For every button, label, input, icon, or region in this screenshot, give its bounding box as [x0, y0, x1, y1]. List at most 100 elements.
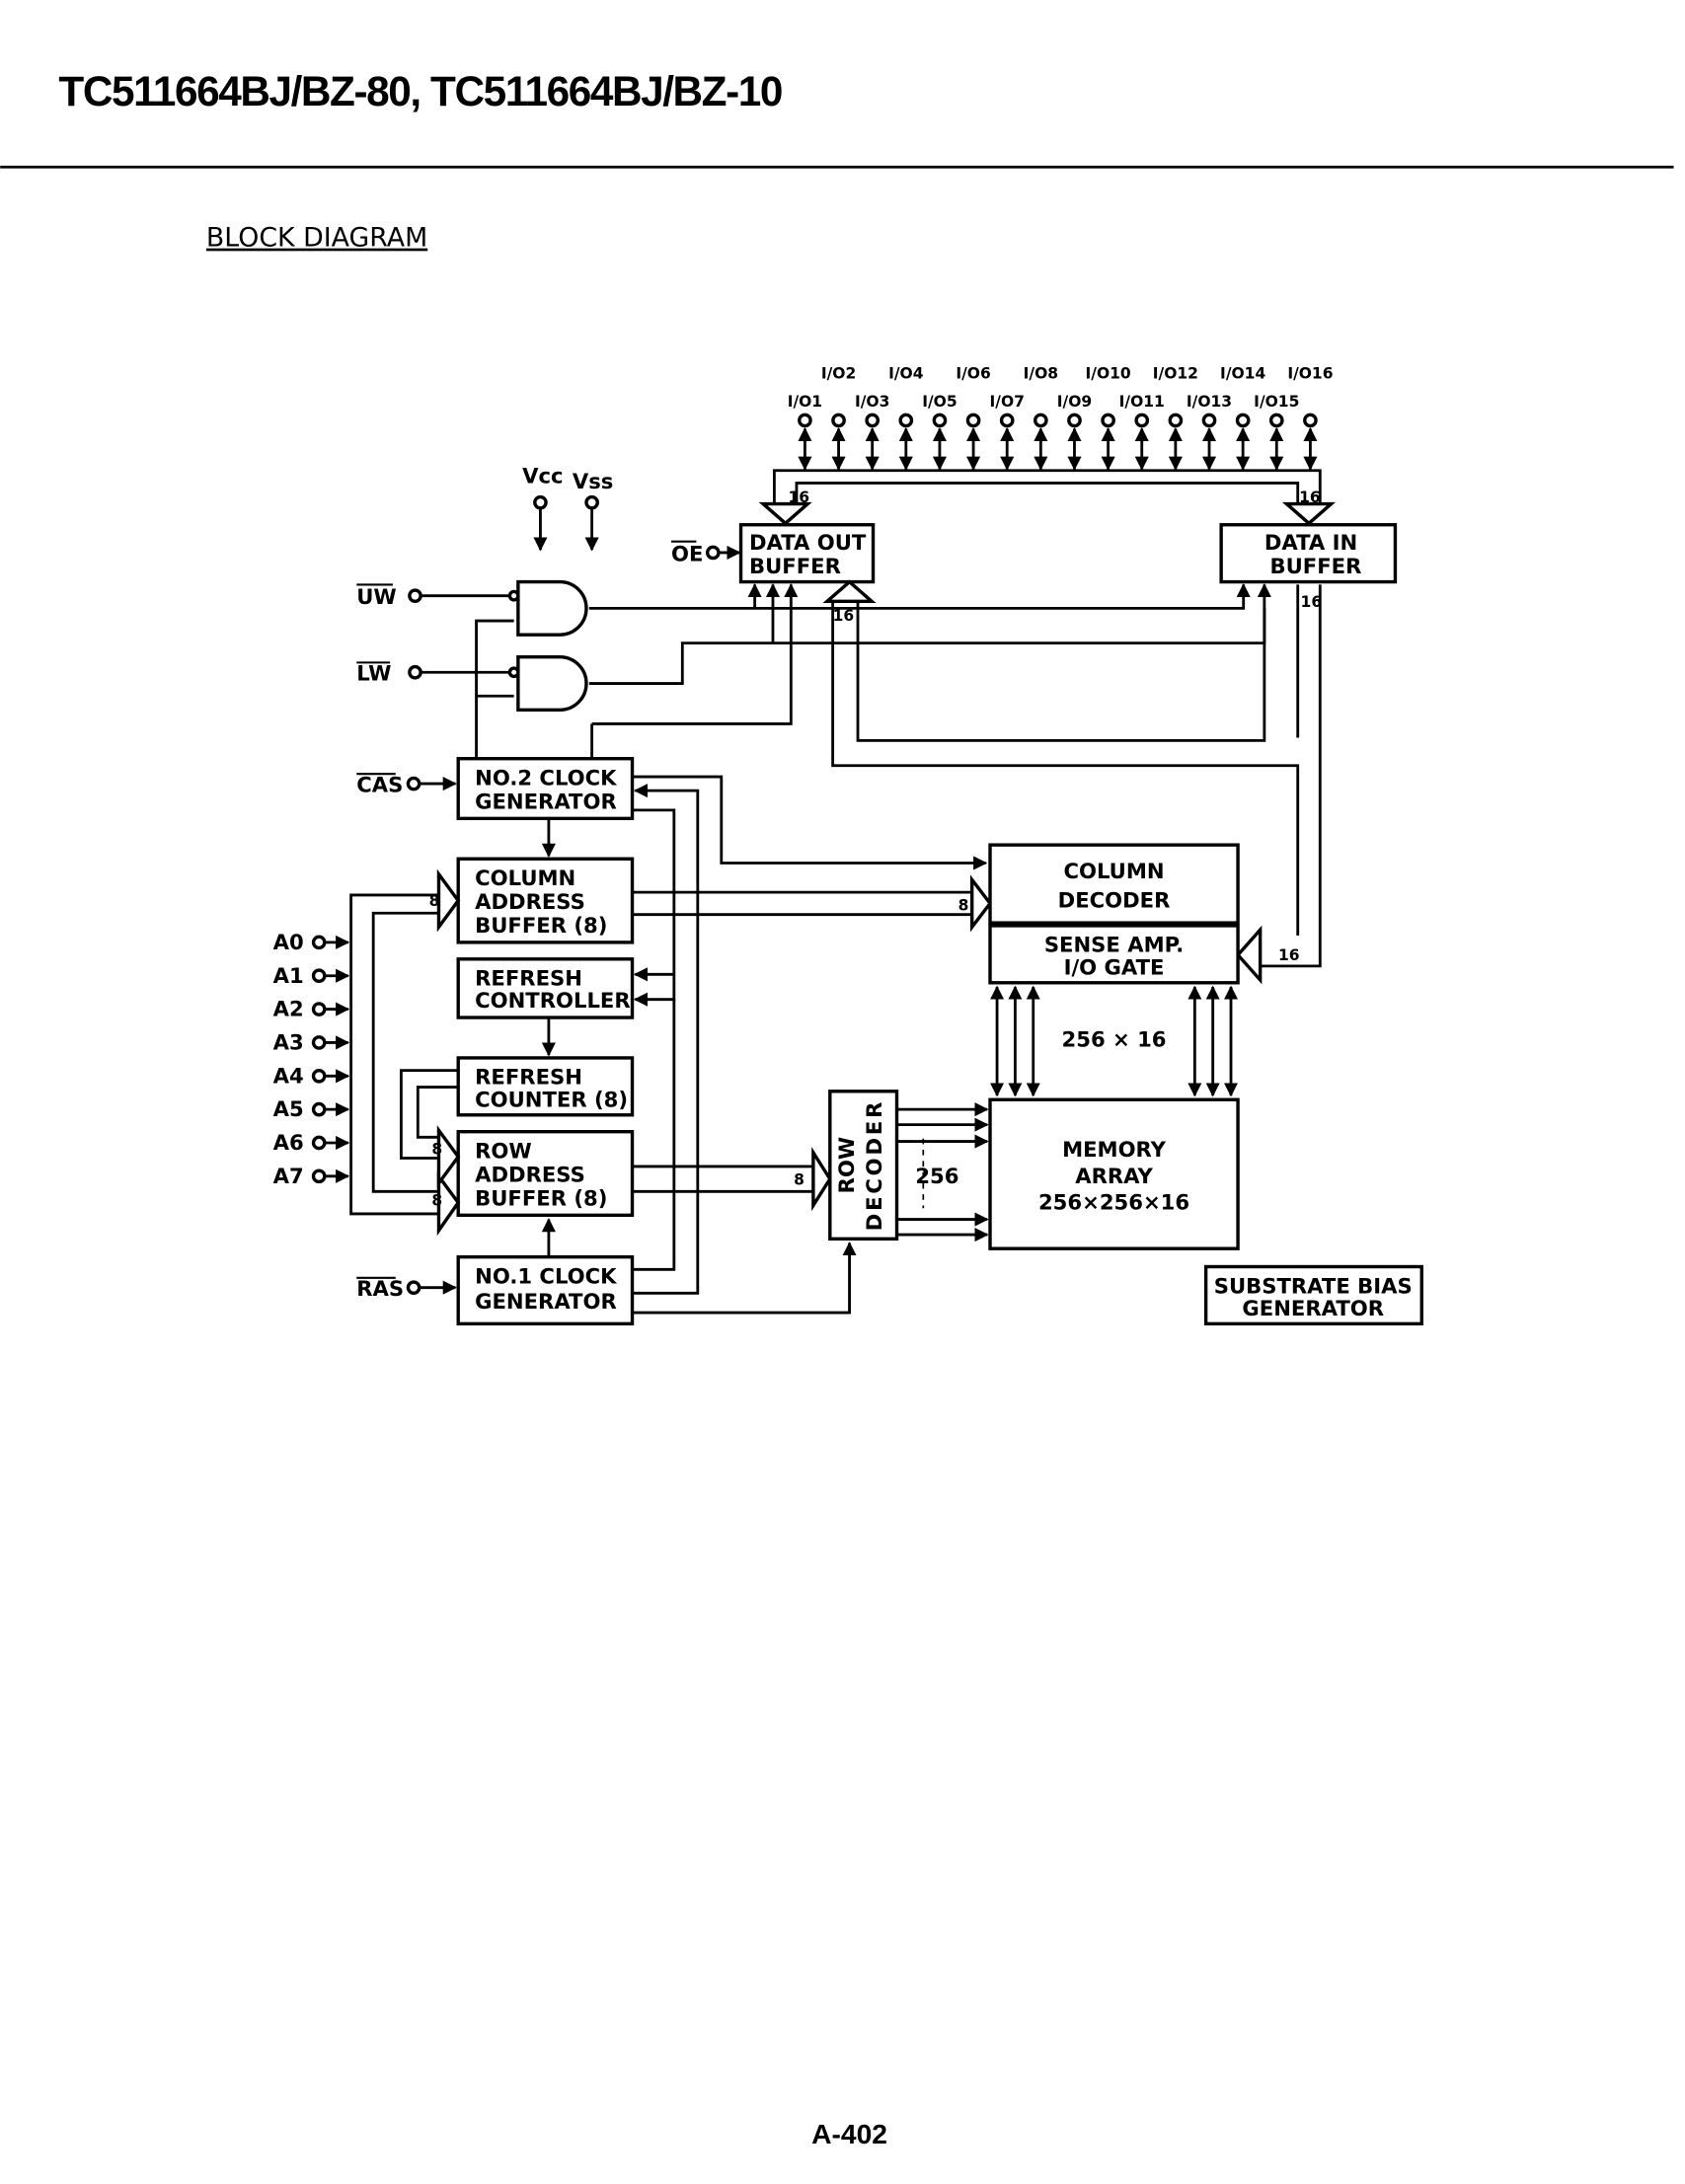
io-pin: I/O3	[855, 393, 889, 471]
data-in-buffer	[1219, 523, 1398, 584]
svg-text:REFRESH: REFRESH	[475, 966, 582, 991]
svg-text:ROW: ROW	[834, 1137, 859, 1194]
row-decoder	[828, 1090, 899, 1241]
bus-width-label: 16	[788, 489, 809, 506]
and-gate-lw	[516, 655, 588, 713]
io-pin-label: I/O1	[788, 393, 822, 411]
address-pin: A5	[273, 1096, 350, 1121]
io-pin: I/O8	[1024, 365, 1058, 471]
svg-text:SENSE AMP.: SENSE AMP.	[1044, 933, 1184, 957]
io-pin-label: I/O16	[1287, 365, 1333, 383]
io-pin-label: I/O12	[1153, 365, 1198, 383]
io-pins: I/O1 I/O2I/O3 I/O4I/O5 I/O6I/O7 I/O8I/O9 I/O1…	[788, 365, 1334, 471]
svg-text:8: 8	[429, 892, 440, 910]
io-pin: I/O15	[1254, 393, 1299, 471]
svg-text:COLUMN: COLUMN	[1063, 859, 1164, 883]
io-pin-label: I/O2	[821, 365, 856, 383]
io-pin: I/O1	[788, 393, 822, 471]
svg-text:BUFFER: BUFFER	[749, 554, 841, 578]
no1-clock-generator	[456, 1254, 635, 1326]
io-pin: I/O6	[956, 365, 991, 471]
vcc-label: Vcc	[522, 463, 563, 488]
lw-label: LW	[356, 661, 391, 686]
address-pin: A3	[273, 1029, 350, 1054]
svg-text:SUBSTRATE BIAS: SUBSTRATE BIAS	[1214, 1273, 1413, 1298]
svg-text:GENERATOR: GENERATOR	[475, 789, 617, 813]
svg-text:ROW: ROW	[475, 1138, 532, 1163]
ras-label: RAS	[356, 1276, 404, 1301]
address-pin-label: A4	[273, 1063, 304, 1088]
io-pin-label: I/O11	[1119, 393, 1165, 411]
bus-width-label: 16	[1299, 489, 1321, 506]
page-title: TC511664BJ/BZ-80, TC511664BJ/BZ-10	[58, 68, 782, 114]
svg-text:16: 16	[1301, 593, 1323, 611]
io-pin: I/O14	[1220, 365, 1265, 471]
io-pin-label: I/O15	[1254, 393, 1299, 411]
svg-text:COUNTER (8): COUNTER (8)	[475, 1087, 628, 1111]
sense-bus-label: 256 × 16	[1062, 1027, 1167, 1052]
io-pin-label: I/O13	[1187, 393, 1232, 411]
io-pin-label: I/O6	[956, 365, 990, 383]
column-address-buffer	[456, 857, 635, 944]
row-bus-label: 256	[915, 1164, 958, 1188]
no2-clock-generator	[456, 757, 635, 821]
svg-text:ARRAY: ARRAY	[1075, 1164, 1153, 1188]
io-pin-label: I/O14	[1220, 365, 1265, 383]
address-pin: A6	[273, 1130, 350, 1155]
page-number: A-402	[811, 2118, 887, 2149]
io-pin: I/O10	[1086, 365, 1131, 471]
address-pin-label: A1	[273, 963, 304, 988]
address-pin-label: A3	[273, 1029, 304, 1054]
io-pin: I/O16	[1287, 365, 1334, 471]
io-pin: I/O4	[888, 365, 924, 471]
svg-text:8: 8	[431, 1191, 442, 1209]
svg-text:8: 8	[431, 1140, 442, 1158]
io-pin-label: I/O9	[1057, 393, 1092, 411]
memory-array	[988, 1097, 1240, 1250]
svg-text:16: 16	[1278, 946, 1300, 964]
io-pin-label: I/O10	[1086, 365, 1131, 383]
and-gate-uw	[516, 579, 588, 637]
sense-amp-io-gate	[988, 924, 1240, 985]
io-pin-label: I/O4	[888, 365, 924, 383]
svg-text:GENERATOR: GENERATOR	[475, 1289, 617, 1314]
address-pin-label: A5	[273, 1096, 304, 1121]
io-pin-label: I/O8	[1024, 365, 1058, 383]
svg-text:NO.1 CLOCK: NO.1 CLOCK	[475, 1263, 618, 1288]
svg-text:I/O GATE: I/O GATE	[1064, 954, 1165, 979]
svg-text:BUFFER (8): BUFFER (8)	[475, 1185, 607, 1210]
svg-text:MEMORY: MEMORY	[1062, 1137, 1167, 1162]
address-pin: A2	[273, 997, 350, 1021]
io-bus: 16 16	[758, 469, 1337, 526]
io-pin: I/O12	[1153, 365, 1198, 471]
oe-label: OE	[671, 541, 703, 565]
svg-text:NO.2 CLOCK: NO.2 CLOCK	[475, 765, 618, 790]
io-pin: I/O9	[1057, 393, 1092, 471]
svg-text:DECODER: DECODER	[862, 1099, 886, 1232]
svg-text:GENERATOR: GENERATOR	[1242, 1296, 1384, 1320]
address-pin-label: A7	[273, 1164, 304, 1188]
io-pin: I/O13	[1187, 393, 1232, 471]
io-pin: I/O2	[821, 365, 856, 471]
svg-text:16: 16	[833, 607, 855, 625]
cas-label: CAS	[356, 773, 403, 797]
refresh-controller	[456, 957, 635, 1019]
svg-text:DATA IN: DATA IN	[1264, 530, 1357, 555]
section-title: BLOCK DIAGRAM	[206, 223, 427, 254]
svg-text:8: 8	[958, 896, 969, 914]
svg-text:COLUMN: COLUMN	[475, 866, 575, 890]
vss-label: Vss	[573, 469, 614, 493]
io-pin-label: I/O7	[990, 393, 1025, 411]
svg-text:256×256×16: 256×256×16	[1038, 1190, 1189, 1215]
address-pin-label: A0	[273, 930, 304, 954]
io-pin: I/O11	[1119, 393, 1165, 471]
oe-pin	[705, 545, 721, 561]
address-pin: A1	[273, 963, 350, 988]
svg-text:DATA OUT: DATA OUT	[749, 530, 867, 555]
address-pin: A0	[273, 930, 350, 954]
address-pin: A7	[273, 1164, 350, 1188]
io-pin-label: I/O5	[922, 393, 957, 411]
svg-text:BUFFER: BUFFER	[1270, 554, 1362, 578]
substrate-bias-generator	[1203, 1264, 1423, 1326]
